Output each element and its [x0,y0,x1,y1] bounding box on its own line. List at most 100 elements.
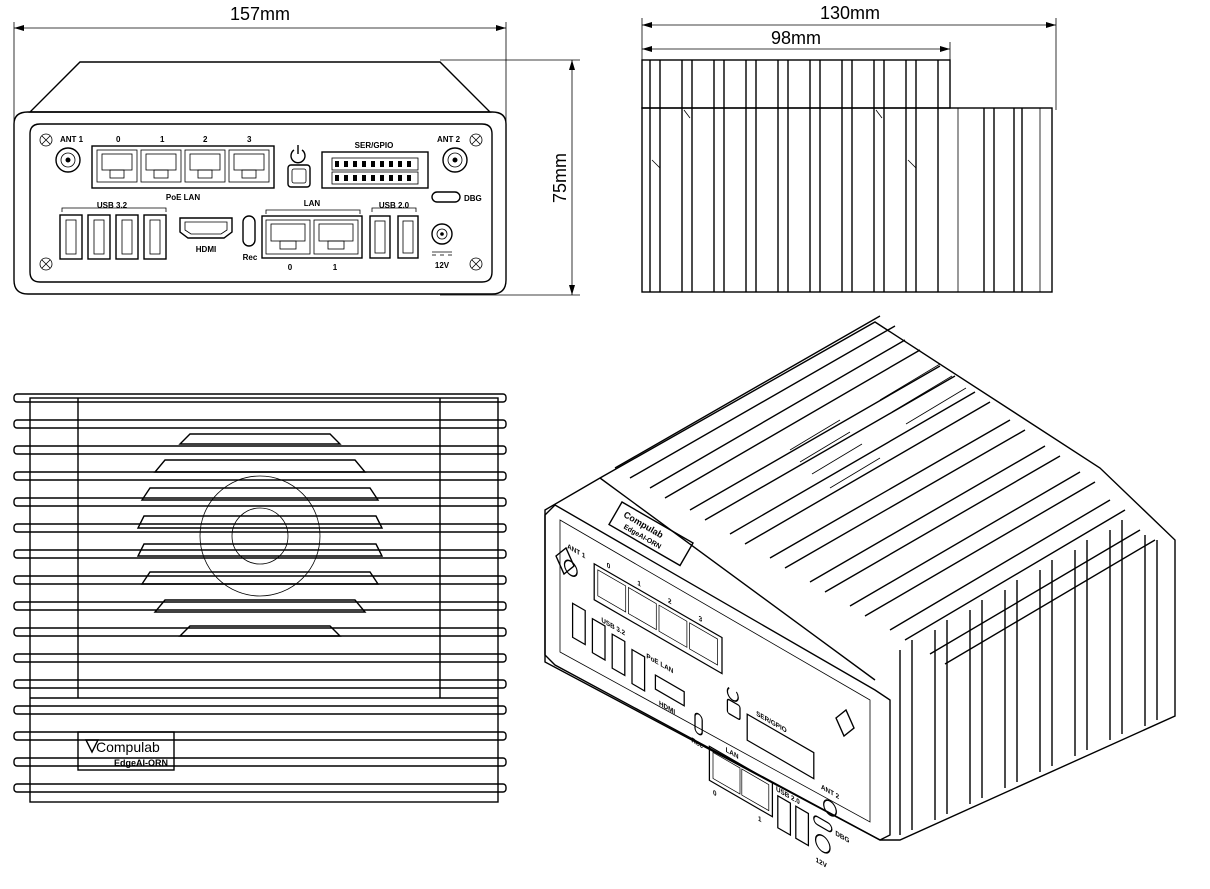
rj45-port-icon [140,149,182,183]
poe-port-number: 2 [668,597,672,607]
dbg-label: DBG [835,829,849,845]
front-view: 157mm 75mm ANT 1 ANT 2 0 [13,4,580,296]
antenna-connector-icon [55,147,81,173]
rj45-port-icon [597,569,627,613]
usb-port-icon [397,215,419,259]
hdmi-label: HDMI [196,245,216,254]
usb-port-icon [143,214,167,260]
screw-icon [39,257,53,271]
rj45-port-icon [628,586,657,631]
poe-port-number: 3 [247,135,252,144]
top-view: Compulab EdgeAI-ORN [13,393,507,803]
compulab-logo-icon [84,739,100,754]
antenna-connector-icon [442,147,468,173]
body-length-dimension: 98mm [642,28,951,60]
power-icon [726,686,739,702]
power-button [726,698,741,721]
power-icon [290,145,306,164]
usb-port-icon [631,648,646,692]
antenna-stub-icon [555,546,575,576]
poe-port-number: 0 [116,135,121,144]
usb-port-icon [571,602,586,646]
model-name: EdgeAI-ORN [114,758,168,768]
power-label: 12V [435,261,450,270]
lan-port-number: 1 [758,815,762,825]
side-length-label: 130mm [820,3,880,23]
rj45-port-icon [184,149,226,183]
lan-port-number: 0 [288,263,293,272]
usb-port-icon [611,633,626,677]
lan-port-number: 0 [713,789,717,799]
lan-port-number: 1 [333,263,338,272]
front-width-label: 157mm [230,4,290,24]
ant2-label: ANT 2 [821,783,839,801]
heatsink-fins [13,393,507,793]
ser-gpio-connector [746,713,815,780]
ser-gpio-label: SER/GPIO [355,141,394,150]
poe-port-number: 3 [699,614,703,624]
usb-port-icon [87,214,111,260]
dbg-usbc-port [813,815,833,833]
gpio-pins [331,157,419,185]
poe-port-number: 2 [203,135,208,144]
height-dimension: 75mm [440,59,580,296]
rj45-port-icon [265,219,311,255]
ant2-label: ANT 2 [437,135,461,144]
poe-port-number: 1 [160,135,165,144]
heatsink-fins [614,315,1158,835]
height-label: 75mm [550,153,570,203]
body-length-label: 98mm [771,28,821,48]
brand-name: Compulab [96,739,160,755]
poe-port-number: 0 [607,561,611,571]
power-button [287,164,311,188]
usb-port-icon [115,214,139,260]
usb20-label: USB 2.0 [776,785,800,807]
dbg-label: DBG [464,194,482,203]
dc-jack-icon [814,834,831,854]
rj45-port-icon [313,219,359,255]
rec-label: Rec [691,736,703,751]
rj45-port-icon [712,751,741,795]
isometric-view: Compulab EdgeAI-ORN ANT 1 0 1 2 3 USB 3.… [544,315,1176,870]
iso-front-panel: ANT 1 0 1 2 3 USB 3.2 PoE LAN HDMI Rec S… [563,542,850,870]
usb-port-icon [777,794,792,837]
screw-icon [469,257,483,271]
ser-gpio-connector [321,151,429,189]
rec-button [694,712,703,736]
hdmi-label: HDMI [659,699,675,716]
hdmi-port-icon [654,674,685,707]
dc-jack-icon [431,223,453,256]
poe-port-number: 1 [637,579,641,589]
screw-icon [39,133,53,147]
usb32-label: USB 3.2 [97,201,128,210]
brand-label-plate: Compulab EdgeAI-ORN [77,731,175,771]
rec-button [242,215,256,247]
usb20-label: USB 2.0 [379,201,410,210]
rj45-port-icon [689,622,718,666]
heatsink-fins [649,60,1023,292]
ant1-label: ANT 1 [60,135,84,144]
usb-port-icon [369,215,391,259]
usb-port-icon [591,617,606,662]
rec-label: Rec [243,253,258,262]
rj45-port-icon [658,604,688,648]
power-label: 12V [816,856,827,870]
side-view: 130mm 98mm [641,3,1057,293]
rj45-port-icon [741,768,770,812]
rj45-port-icon [96,149,138,183]
usb-port-icon [795,805,810,847]
dbg-usbc-port [431,191,461,203]
screw-icon [469,133,483,147]
usb-port-icon [59,214,83,260]
poe-lan-label: PoE LAN [646,652,673,675]
fan-vent [136,433,384,637]
poe-lan-label: PoE LAN [166,193,200,202]
front-width-dimension: 157mm [13,4,507,130]
side-length-dimension: 130mm [641,3,1057,110]
lan-label: LAN [304,199,321,208]
rj45-port-icon [228,149,270,183]
antenna-stub-icon [835,708,855,738]
antenna-connector-icon [563,559,578,577]
antenna-connector-icon [823,799,837,817]
